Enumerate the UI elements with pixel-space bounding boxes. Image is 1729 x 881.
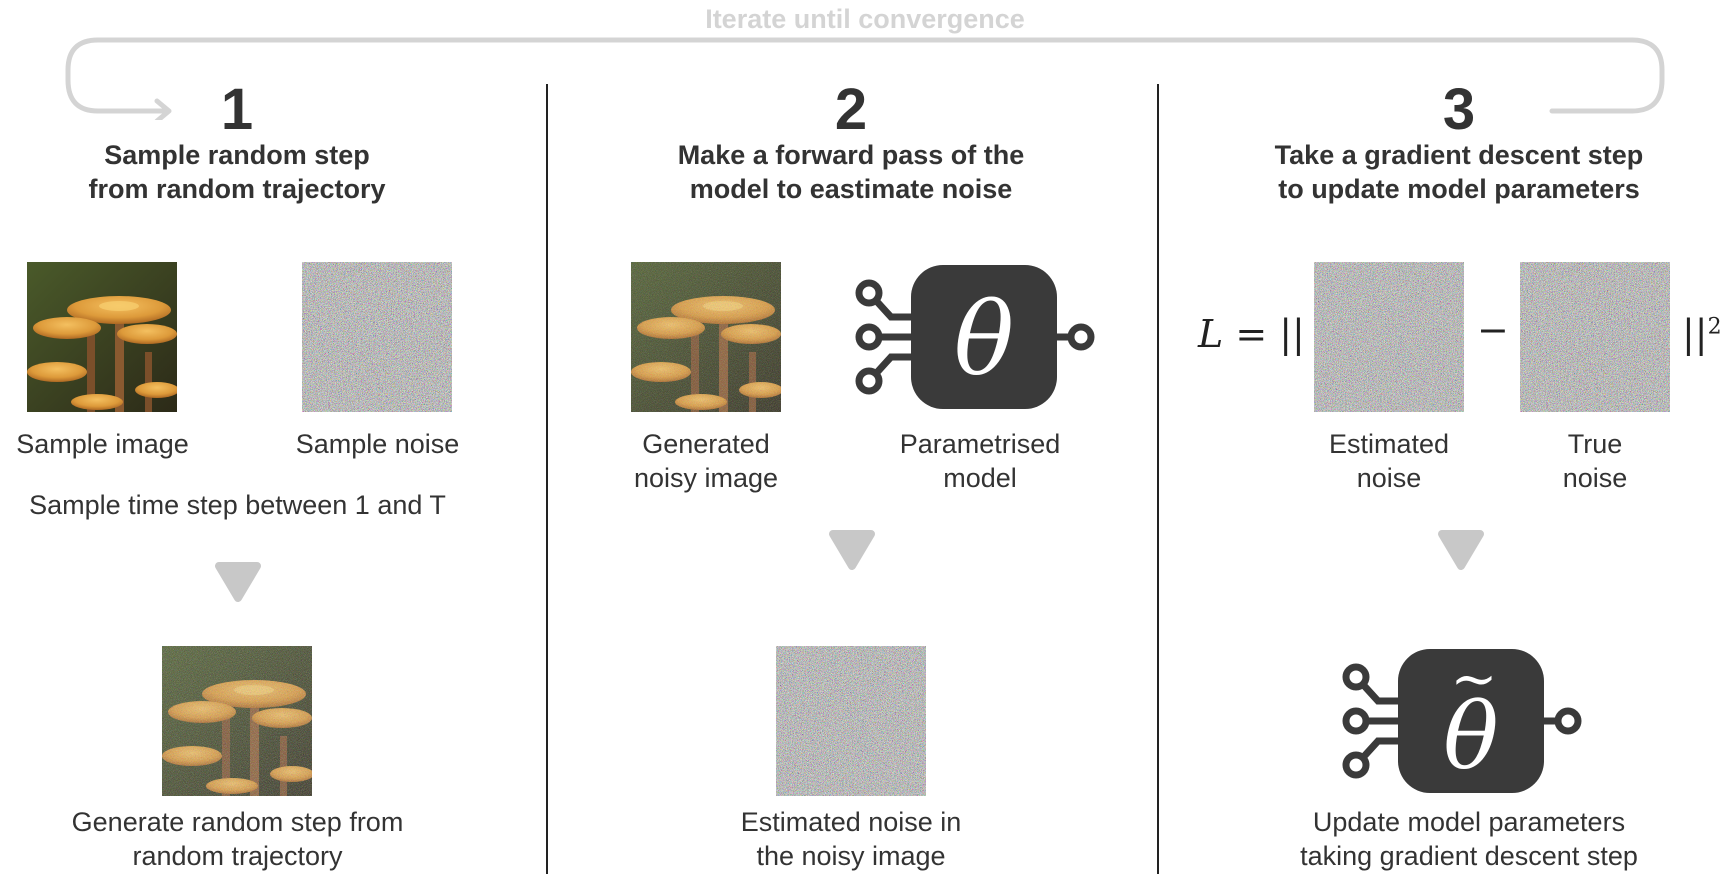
estimated-noise-tile — [1314, 262, 1464, 412]
true-caption-line1: True — [1567, 429, 1623, 459]
est-caption-line1: Estimated — [1328, 429, 1450, 459]
step-2-result-line1: Estimated noise in — [740, 807, 962, 837]
step-1-number: 1 — [220, 77, 254, 142]
true-noise-caption: True noise — [1495, 427, 1695, 495]
step-3-number: 3 — [1442, 77, 1476, 142]
noise-texture-icon — [776, 646, 926, 796]
step-2-title-line2: model to eastimate noise — [689, 174, 1013, 204]
noisy-caption-line2: noisy image — [633, 463, 779, 493]
step-3-result-line2: taking gradient descent step — [1300, 841, 1638, 871]
step-1-title: Sample random step from random trajector… — [0, 138, 487, 206]
down-arrow-icon — [829, 530, 875, 570]
model-theta: θ — [954, 281, 1014, 398]
model-caption-line2: model — [943, 463, 1017, 493]
loss-suffix-bars: || — [1682, 312, 1708, 356]
step-2-result-line2: the noisy image — [756, 841, 946, 871]
sample-noise-caption: Sample noise — [295, 429, 460, 459]
sample-image-caption: Sample image — [16, 429, 189, 459]
step-2-number: 2 — [834, 77, 868, 142]
down-arrow-icon — [1438, 530, 1484, 570]
noisy-step-image — [162, 646, 312, 796]
noisy-image-caption: Generated noisy image — [606, 427, 806, 495]
down-arrow-icon — [215, 562, 261, 602]
true-noise-tile — [1520, 262, 1670, 412]
noise-texture-icon — [1520, 262, 1670, 412]
generated-noisy-image — [631, 262, 781, 412]
step-1-result-line1: Generate random step from — [71, 807, 404, 837]
step-1-title-line1: Sample random step — [104, 140, 370, 170]
model-caption-line1: Parametrised — [899, 429, 1061, 459]
loss-suffix: ||2 — [1682, 312, 1722, 356]
loss-exponent: 2 — [1707, 314, 1722, 340]
step-3-title-line2: to update model parameters — [1278, 174, 1640, 204]
timestep-text: Sample time step between 1 and T — [29, 490, 446, 520]
updated-model-icon: θ ~ — [1342, 647, 1582, 793]
noise-texture-icon — [302, 262, 452, 412]
estimated-noise-output — [776, 646, 926, 796]
estimated-noise-caption: Estimated noise — [1289, 427, 1489, 495]
loss-minus: − — [1477, 308, 1509, 352]
neural-model-icon: θ — [855, 265, 1095, 409]
sample-image — [27, 262, 177, 412]
step-1-title-line2: from random trajectory — [88, 174, 386, 204]
step-2-title-line1: Make a forward pass of the — [677, 140, 1025, 170]
noisy-mushroom-icon — [162, 646, 312, 796]
noise-texture-icon — [1314, 262, 1464, 412]
divider-1 — [546, 84, 548, 874]
step-2-result: Estimated noise in the noisy image — [701, 805, 1001, 873]
step-1-result: Generate random step from random traject… — [0, 805, 475, 873]
updated-tilde: ~ — [1451, 647, 1498, 712]
iterate-loop-arrow — [65, 37, 1665, 120]
step-2-title: Make a forward pass of the model to east… — [601, 138, 1101, 206]
loss-prefix: L = || — [1198, 312, 1305, 356]
step-3-result: Update model parameters taking gradient … — [1259, 805, 1679, 873]
sample-noise — [302, 262, 452, 412]
step-3-title-line1: Take a gradient descent step — [1274, 140, 1644, 170]
loop-label: Iterate until convergence — [660, 4, 1070, 35]
mushroom-photo-icon — [27, 262, 177, 412]
divider-2 — [1157, 84, 1159, 874]
updated-theta: θ — [1443, 683, 1498, 790]
noisy-caption-line1: Generated — [642, 429, 770, 459]
step-3-result-line1: Update model parameters — [1312, 807, 1626, 837]
model-caption: Parametrised model — [860, 427, 1100, 495]
true-caption-line2: noise — [1562, 463, 1628, 493]
step-1-result-line2: random trajectory — [132, 841, 343, 871]
step-3-title: Take a gradient descent step to update m… — [1209, 138, 1709, 206]
est-caption-line2: noise — [1356, 463, 1422, 493]
noisy-mushroom-icon — [631, 262, 781, 412]
